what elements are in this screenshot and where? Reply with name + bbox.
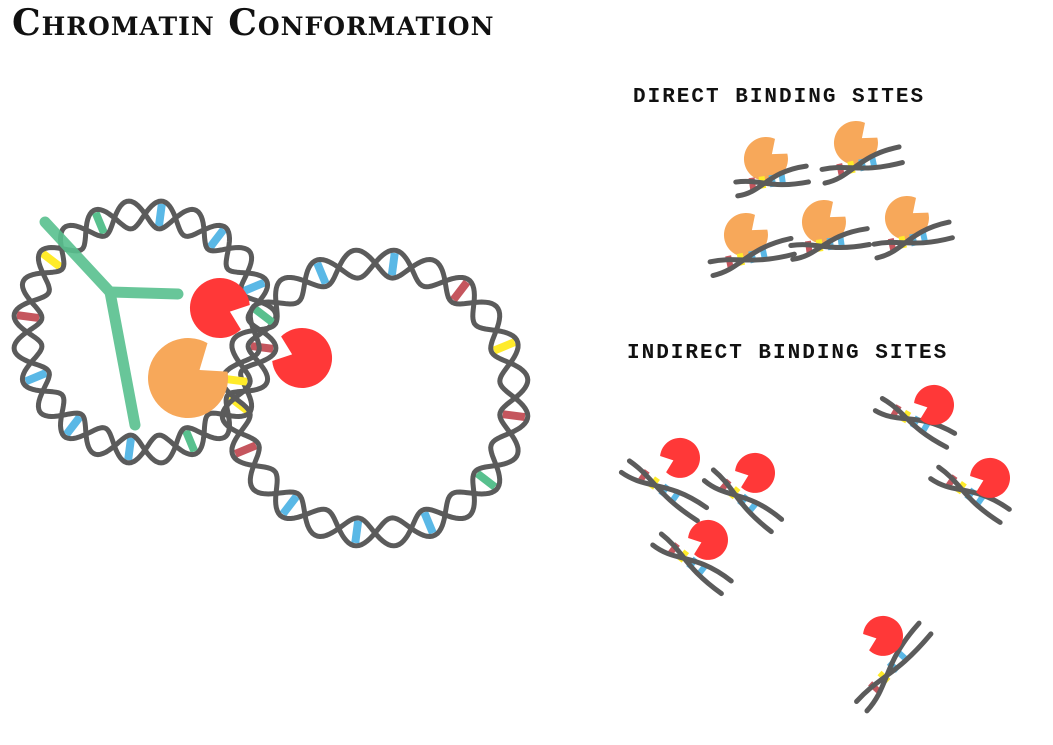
indirect-binding-sites-group [618,384,1012,714]
base-pair [474,470,498,491]
antibody-stem [104,286,141,431]
red-protein [189,278,250,339]
indirect-binding-sites-label: INDIRECT BINDING SITES [627,342,949,365]
base-pair [24,369,48,386]
base-pair [154,203,166,227]
direct-binding-site [707,212,797,279]
base-pair [250,341,274,353]
base-pair [450,279,471,303]
base-pair [502,410,526,422]
base-pair [242,278,266,295]
dna-strand [219,247,531,549]
dna-fragment [650,531,734,597]
dna-strand [710,467,774,535]
red-protein [660,437,701,478]
orange-protein [833,120,878,165]
orange-protein [801,199,846,244]
dna-strand [879,396,950,450]
direct-binding-site [871,195,955,261]
dna-strand [11,198,279,466]
dna-fragment [788,226,872,262]
red-protein [735,452,776,493]
direct-binding-sites-group [707,120,955,279]
direct-binding-site [788,199,872,262]
base-pair [313,261,330,286]
antibody-arm [39,216,116,298]
right-loop [219,247,531,549]
base-pair [420,510,437,535]
base-pair [124,437,136,461]
loop-bound-proteins [39,216,333,431]
dna-strand [854,631,934,704]
indirect-binding-site [701,452,785,535]
red-protein [970,457,1011,498]
indirect-binding-site [854,615,934,714]
dna-strand [936,464,1003,525]
base-pair [351,520,363,544]
dna-fragment [819,144,905,186]
indirect-binding-site [872,384,958,450]
base-pair [16,311,40,323]
dna-fragment [871,219,955,261]
base-pair [206,227,227,250]
base-pair [91,211,108,235]
dna-fragment [707,235,797,279]
dna-strand [707,251,797,265]
red-protein [688,519,729,560]
dna-strand [658,531,724,597]
direct-binding-sites-label: DIRECT BINDING SITES [633,86,926,109]
left-loop [11,198,279,466]
base-pair [233,441,258,458]
base-pair [387,252,399,276]
base-pair [40,250,63,271]
orange-protein [743,136,788,181]
chromatin-loops [11,198,531,549]
red-protein [914,384,955,425]
base-pair [182,429,199,453]
indirect-binding-site [650,519,734,597]
dna-strand [819,160,905,172]
dna-fragment [872,396,958,450]
dna-strand [871,235,955,247]
base-pair [252,305,276,326]
orange-protein [884,195,929,240]
dna-fragment [928,464,1012,525]
dna-strand [219,247,531,549]
antibody [39,216,184,431]
antibody-arm [104,286,184,300]
dna-strand [733,178,811,188]
dna-fragment [854,620,934,714]
indirect-binding-site [928,457,1012,525]
direct-binding-site [819,120,905,186]
base-pair [492,338,517,355]
orange-protein [148,338,229,419]
indirect-binding-site [618,437,710,524]
page-title: Chromatin Conformation [12,2,495,44]
orange-protein [723,212,768,257]
base-pair [63,414,84,437]
red-protein [863,615,904,656]
dna-fragment [733,163,811,199]
dna-strand [626,458,700,524]
dna-fragment [618,458,710,524]
direct-binding-site [733,136,811,199]
base-pair [279,493,300,517]
base-pair [224,374,248,386]
red-protein [272,327,333,388]
dna-fragment [701,467,785,535]
dna-strand [788,242,872,251]
